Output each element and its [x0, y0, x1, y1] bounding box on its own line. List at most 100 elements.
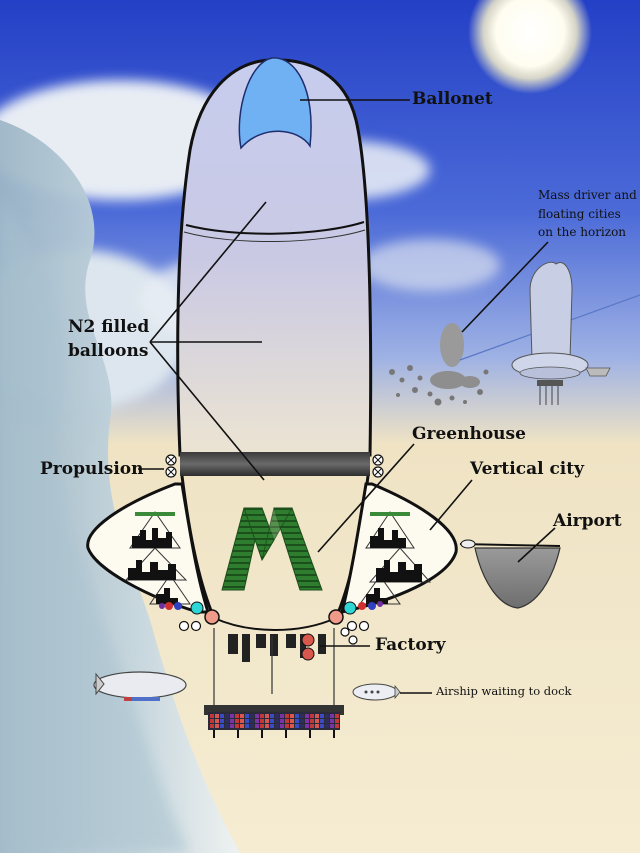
platform-window: [330, 714, 334, 718]
platform-window: [255, 719, 259, 723]
platform-window: [300, 714, 304, 718]
platform-window: [270, 719, 274, 723]
platform-window: [210, 724, 214, 728]
platform-window: [285, 724, 289, 728]
platform-window: [315, 724, 319, 728]
platform-window: [235, 714, 239, 718]
joint-left: [204, 609, 220, 625]
platform-window: [275, 719, 279, 723]
platform-window: [230, 724, 234, 728]
floating-city-icon: [511, 261, 611, 405]
ballonet: [238, 57, 312, 150]
greenhouse: [221, 507, 323, 591]
platform-window: [220, 724, 224, 728]
platform-window: [300, 724, 304, 728]
label-greenhouse: Greenhouse: [412, 424, 526, 444]
platform-window: [215, 724, 219, 728]
sun-icon: [468, 0, 592, 94]
platform-window: [335, 724, 339, 728]
platform-window: [250, 719, 254, 723]
platform-window: [325, 724, 329, 728]
platform-window: [335, 714, 339, 718]
platform-window: [320, 724, 324, 728]
platform-window: [310, 714, 314, 718]
platform-window: [285, 719, 289, 723]
balloon-divider: [185, 221, 365, 235]
platform-window: [295, 714, 299, 718]
platform-window: [320, 719, 324, 723]
platform-window: [280, 719, 284, 723]
platform-window: [325, 714, 329, 718]
platform-window: [225, 724, 229, 728]
platform-window: [330, 724, 334, 728]
platform-window: [290, 714, 294, 718]
platform-window: [260, 724, 264, 728]
platform-window: [240, 719, 244, 723]
platform-window: [295, 719, 299, 723]
leader-lines: [138, 99, 556, 694]
platform-window: [225, 719, 229, 723]
platform-window: [290, 724, 294, 728]
platform-window: [290, 719, 294, 723]
platform-window: [220, 719, 224, 723]
platform-window: [270, 724, 274, 728]
label-airship-waiting: Airship waiting to dock: [436, 684, 572, 698]
platform-window: [275, 714, 279, 718]
platform-window: [210, 714, 214, 718]
platform-window: [270, 714, 274, 718]
platform-window: [235, 724, 239, 728]
platform-window: [305, 724, 309, 728]
platform-window: [245, 724, 249, 728]
platform-window: [210, 719, 214, 723]
platform-window: [250, 714, 254, 718]
propulsion-band: [180, 452, 370, 476]
platform-window: [240, 724, 244, 728]
label-propulsion: Propulsion: [40, 459, 144, 479]
label-airport: Airport: [553, 511, 622, 531]
label-mass-driver-line2: floating cities: [538, 206, 621, 221]
platform-window: [255, 724, 259, 728]
label-mass-driver-line1: Mass driver and: [538, 188, 637, 202]
platform-window: [330, 719, 334, 723]
platform-window: [225, 714, 229, 718]
platform-window: [275, 724, 279, 728]
platform-window: [245, 719, 249, 723]
platform-window: [310, 724, 314, 728]
airport: [459, 539, 561, 609]
platform-window: [325, 719, 329, 723]
platform-window: [230, 714, 234, 718]
platform-window: [265, 714, 269, 718]
platform-window: [285, 714, 289, 718]
distant-debris: [389, 323, 489, 406]
label-factory: Factory: [375, 635, 446, 655]
label-n2-line1: N2 filled: [68, 317, 150, 337]
platform-window: [305, 714, 309, 718]
platform-window: [335, 719, 339, 723]
platform-window: [280, 724, 284, 728]
platform-window: [260, 714, 264, 718]
label-mass-driver: Mass driver and floating cities on the h…: [538, 186, 637, 242]
label-vertical-city: Vertical city: [470, 459, 584, 479]
platform-window: [255, 714, 259, 718]
platform-window: [315, 719, 319, 723]
platform-window: [240, 714, 244, 718]
platform-window: [215, 714, 219, 718]
skyline-icon: [124, 511, 204, 615]
platform-window: [265, 724, 269, 728]
joint-right: [328, 609, 344, 625]
skyline-icon: [343, 511, 432, 615]
airship-icon: [352, 683, 401, 701]
platform-window: [245, 714, 249, 718]
airship-icon: [93, 671, 187, 701]
platform-window: [280, 714, 284, 718]
platform-window: [315, 714, 319, 718]
factory: [228, 633, 326, 662]
dock-platform: [204, 705, 344, 738]
label-ballonet: Ballonet: [412, 89, 493, 109]
platform-window: [235, 719, 239, 723]
platform-window: [295, 724, 299, 728]
label-n2-line2: balloons: [68, 340, 149, 361]
platform-window: [305, 719, 309, 723]
platform-window: [230, 719, 234, 723]
